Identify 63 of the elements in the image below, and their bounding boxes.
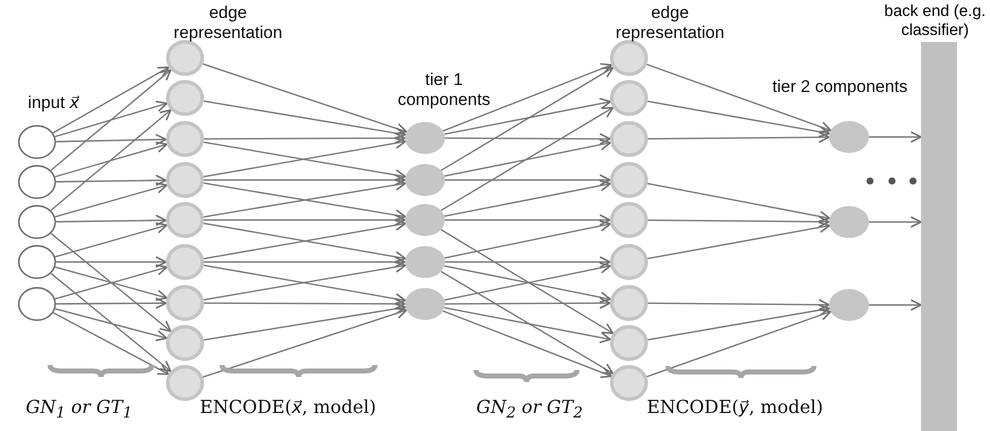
arrow [52, 66, 170, 134]
arrow [869, 299, 922, 311]
arrow [869, 216, 922, 228]
arrow [648, 182, 830, 222]
arrow [56, 256, 167, 268]
arrow [445, 256, 611, 268]
arrow [204, 174, 406, 186]
layer-label: edge representation [172, 3, 284, 43]
arrow [444, 98, 612, 135]
input-label: input x⃗ [26, 93, 80, 113]
layer-label: edge representation [614, 3, 726, 43]
arrow [869, 131, 922, 143]
function-label: GN$_{2}$ or GT$_{2}$ [475, 398, 584, 423]
layer-label: tier 1 components [396, 70, 492, 110]
arrow [648, 216, 830, 228]
arrow [54, 182, 168, 218]
arrow [445, 214, 611, 226]
arrow [648, 304, 830, 340]
arrow [204, 298, 406, 310]
arrow [646, 309, 832, 378]
arrow [440, 66, 614, 172]
arrow [442, 63, 612, 132]
arrow [204, 214, 406, 226]
arrow [56, 134, 167, 146]
function-label: GN$_{1}$ or GT$_{1}$ [24, 398, 134, 423]
arrow [50, 69, 172, 171]
arrow [50, 272, 172, 372]
arrow [204, 256, 406, 268]
arrow [55, 308, 168, 342]
arrow [440, 229, 614, 334]
arrow [54, 100, 168, 138]
arrow [445, 297, 611, 309]
arrow [202, 63, 408, 134]
arrow [204, 100, 406, 139]
function-label: ENCODE(y⃗, model) [646, 398, 824, 418]
arrow [54, 141, 168, 178]
arrow [204, 303, 406, 341]
back-end-label: back end (e.g. classifier) [883, 2, 987, 40]
arrow [202, 308, 408, 378]
arrow [440, 270, 614, 374]
arrow [648, 131, 830, 144]
arrow [648, 222, 830, 260]
arrow [440, 106, 614, 212]
arrow [648, 100, 830, 138]
arrow [52, 312, 170, 375]
arrow [204, 132, 406, 144]
arrow [56, 174, 167, 186]
arrow [445, 133, 611, 145]
layer-label: tier 2 components [771, 77, 909, 97]
arrow [54, 222, 168, 258]
arrow [444, 139, 612, 177]
arrow [56, 214, 167, 226]
arrow [50, 232, 172, 332]
arrow [646, 64, 832, 133]
arrow [50, 109, 172, 211]
arrow [648, 298, 830, 311]
arrow [444, 220, 612, 259]
arrow [444, 180, 612, 217]
arrow [56, 297, 167, 309]
arrow [445, 174, 611, 186]
arrow [442, 310, 612, 378]
arrow [444, 307, 612, 344]
function-label: ENCODE(x⃗, model) [198, 398, 378, 418]
